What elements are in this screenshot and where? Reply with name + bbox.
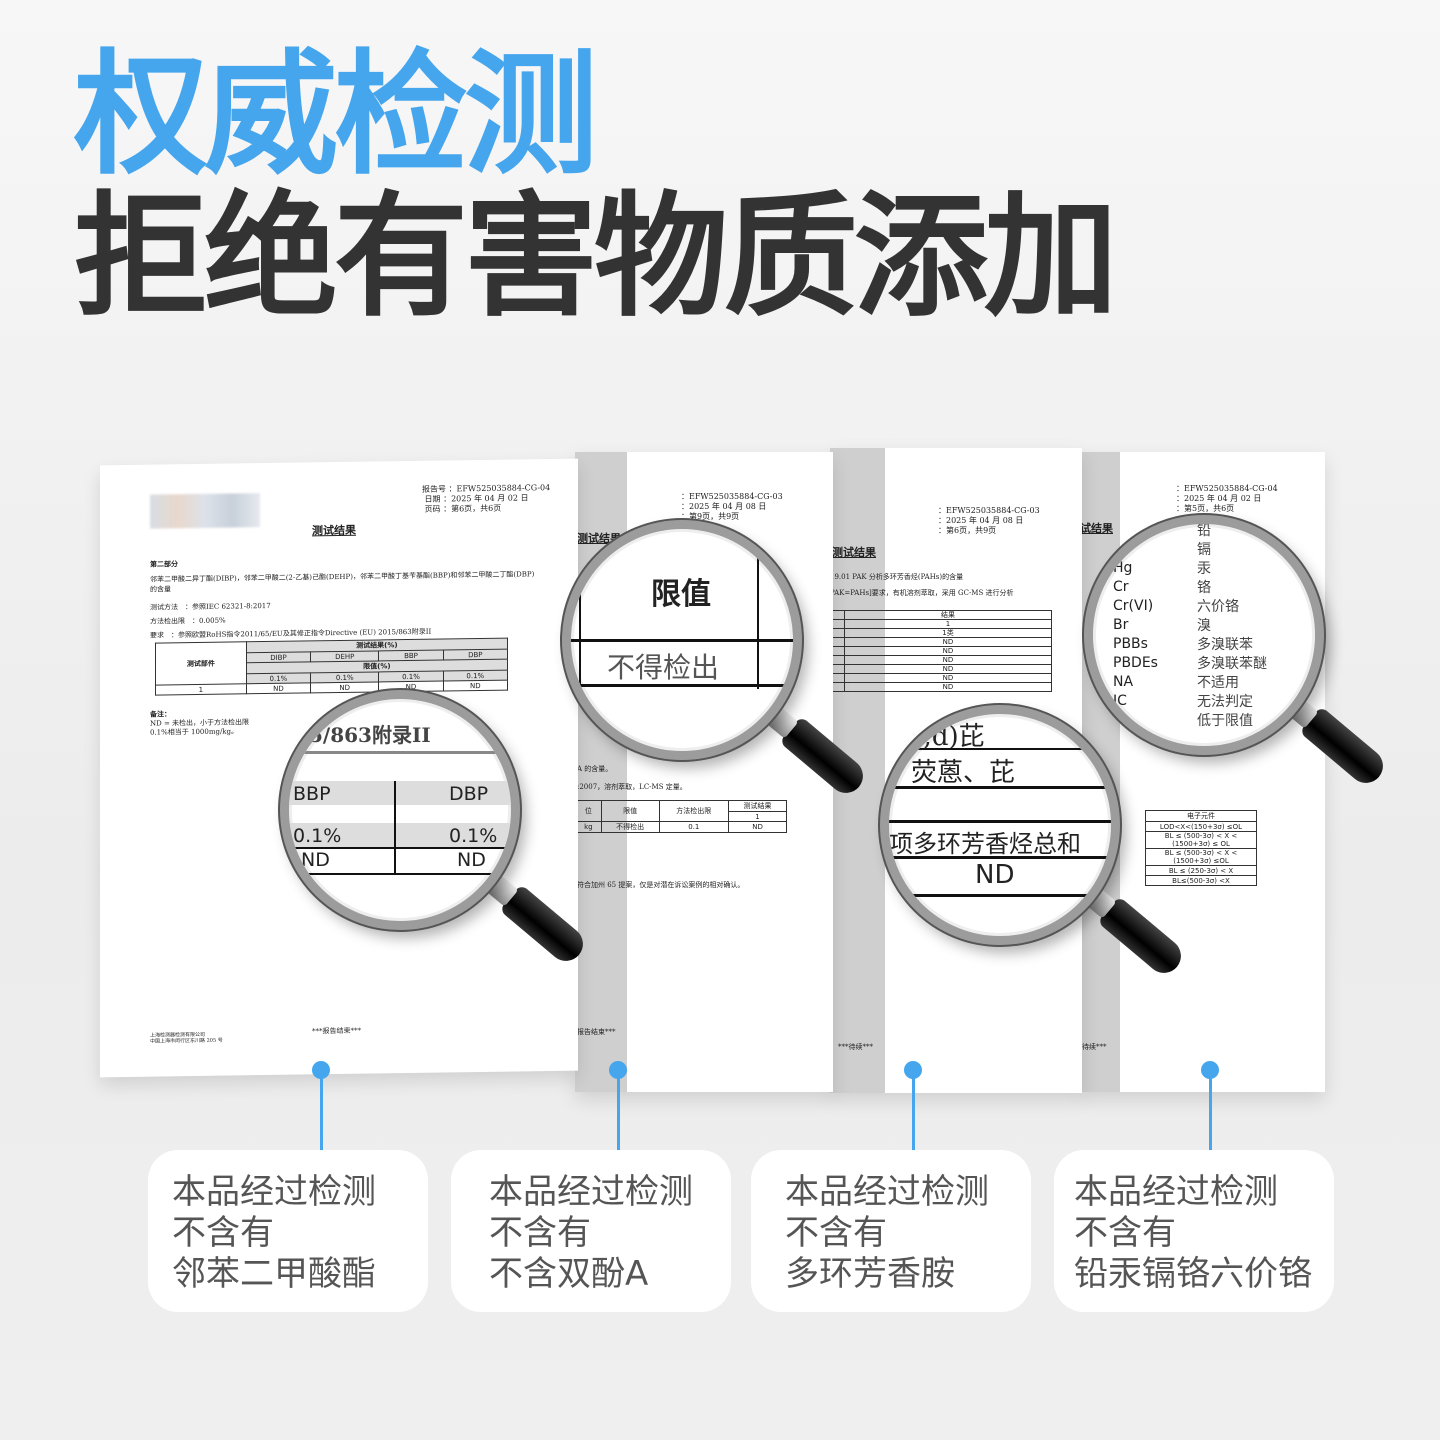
magnified-text: 荧蒽、芘	[911, 758, 1016, 788]
report-footer: 待续***	[1082, 1043, 1107, 1051]
test-method: 测试方法 ：参照IEC 62321-8:2017	[150, 601, 271, 612]
pin-dot	[312, 1061, 330, 1079]
blurred-logo	[150, 493, 260, 529]
report-text: :2007，溶剂萃取，LC-MS 定量。	[577, 783, 687, 791]
magnified-text: 0.1%	[449, 825, 498, 847]
card-line: 本品经过检测	[1074, 1172, 1278, 1212]
connector-line	[320, 1070, 323, 1150]
report-note: 符合加州 65 提案，仅是对潜在诉讼案例的相对确认。	[577, 881, 745, 889]
card-line: 不含有	[1074, 1213, 1176, 1253]
card-line: 本品经过检测	[172, 1172, 376, 1212]
magnifier-3: c,d)芘 荧蒽、芘 项多环芳香烃总和 ND	[880, 705, 1120, 945]
element-symbols: d Hg Cr Cr(VI) Br PBBs PBDEs NA IC	[1113, 541, 1158, 709]
magnified-text: BBP	[293, 783, 331, 805]
card-line: 铅汞镉铬六价铬	[1074, 1254, 1312, 1294]
element-meanings: 铅 镉 汞 铬 六价铬 溴 多溴联苯 多溴联苯醚 不适用 无法判定 低于限值	[1197, 523, 1267, 729]
feature-card-phthalates: 本品经过检测 不含有 邻苯二甲酸酯	[148, 1150, 428, 1312]
report-meta: ：EFW525035884-CG-04 ：2025 年 04 月 02 日 ：第…	[1176, 484, 1278, 513]
report-meta: ：EFW525035884-CG-03 ：2025 年 04 月 08 日 ：第…	[681, 492, 783, 521]
magnifier-4: d Hg Cr Cr(VI) Br PBBs PBDEs NA IC 铅 镉 汞…	[1084, 515, 1324, 755]
card-line: 不含有	[172, 1213, 274, 1253]
card-line: 不含双酚A	[489, 1254, 649, 1294]
pin-dot	[609, 1061, 627, 1079]
magnified-text: DBP	[449, 783, 489, 805]
report-footer: 报告结束***	[577, 1028, 616, 1036]
magnified-text: ND	[457, 849, 486, 871]
magnified-text: 限值	[651, 577, 711, 612]
magnified-text: 0.1%	[293, 825, 342, 847]
limits-table: 电子元件 LOD<X<(150+3σ) ≤OL BL ≤ (500-3σ) < …	[1145, 810, 1257, 886]
report-meta: 报告号 ：EFW525035884-CG-04 日期 ：2025 年 04 月 …	[422, 483, 551, 514]
headline-line2: 拒绝有害物质添加	[74, 179, 1118, 335]
card-line: 本品经过检测	[489, 1172, 693, 1212]
card-line: 邻苯二甲酸酯	[172, 1254, 376, 1294]
feature-card-aromatic-amines: 本品经过检测 不含有 多环芳香胺	[751, 1150, 1031, 1312]
report-title: 试结果	[1080, 522, 1113, 535]
report-meta: ：EFW525035884-CG-03 ：2025 年 04 月 08 日 ：第…	[938, 506, 1040, 535]
connector-line	[912, 1070, 915, 1150]
magnified-text: ND	[301, 849, 330, 871]
pah-table: 结果 1 1类 ND ND ND ND ND ND	[830, 610, 1052, 692]
card-line: 本品经过检测	[785, 1172, 989, 1212]
magnifier-1: 5/863附录II BBP DBP 0.1% 0.1% ND ND	[280, 690, 520, 930]
headline-line1: 权威检测	[74, 37, 598, 193]
pin-dot	[904, 1061, 922, 1079]
detection-limit: 方法检出限 ：0.005%	[150, 616, 226, 626]
pin-dot	[1201, 1061, 1219, 1079]
feature-card-bpa: 本品经过检测 不含有 不含双酚A	[451, 1150, 731, 1312]
note: 0.1%相当于 1000mg/kg。	[150, 727, 239, 737]
report-text: PAK=PAHs]要求，有机溶剂萃取，采用 GC-MS 进行分析	[830, 589, 1014, 597]
card-line: 不含有	[785, 1213, 887, 1253]
card-line: 多环芳香胺	[785, 1254, 955, 1294]
report-title: 测试结果	[832, 546, 876, 559]
magnified-text: ND	[975, 860, 1015, 890]
report-title: 测试结果	[577, 532, 621, 545]
magnified-text: c,d)芘	[909, 722, 985, 752]
connector-line	[1209, 1070, 1212, 1150]
magnified-text: 不得检出	[607, 651, 720, 684]
report-title: 测试结果	[312, 523, 356, 538]
report-text: 邻苯二甲酸二异丁酯(DIBP)，邻苯二甲酸二(2-乙基)己酯(DEHP)，邻苯二…	[150, 570, 535, 594]
card-line: 不含有	[489, 1213, 591, 1253]
report-text: 19.01 PAK 分析多环芳香烃(PAHs)的含量	[830, 573, 964, 581]
report-text: A 的含量。	[577, 765, 613, 773]
magnified-text: 5/863附录II	[309, 723, 431, 747]
report-footer: ***报告结束***	[312, 1026, 361, 1036]
section-title: 第二部分	[150, 559, 178, 569]
report-footer: ***待续***	[838, 1043, 873, 1051]
feature-card-heavy-metals: 本品经过检测 不含有 铅汞镉铬六价铬	[1054, 1150, 1334, 1312]
magnifier-2: 限值 不得检出	[562, 520, 802, 760]
magnified-text: 项多环芳香烃总和	[889, 830, 1081, 858]
connector-line	[617, 1070, 620, 1150]
company-address: 中国上海市闵行区东川路 205 号	[150, 1037, 223, 1045]
